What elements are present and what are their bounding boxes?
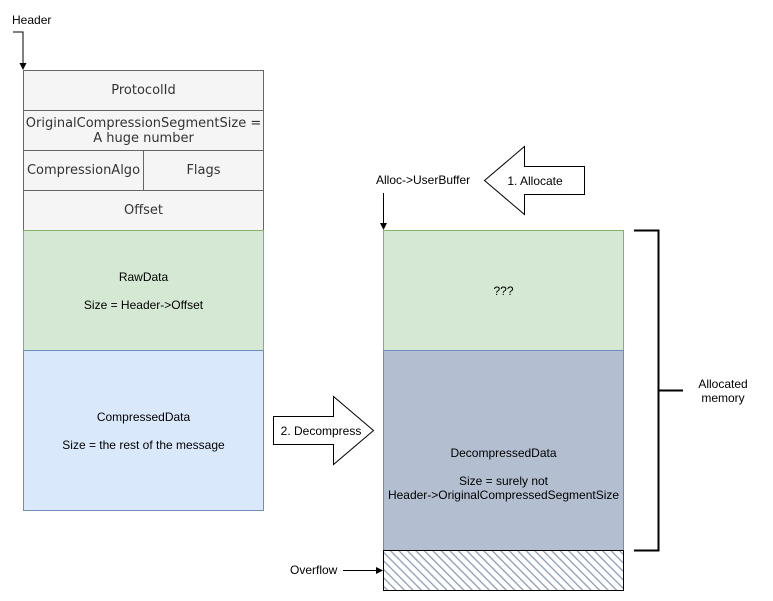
header-pointer-arrow <box>13 31 27 70</box>
decompressed-data-text: DecompressedData Size = surely not Heade… <box>383 386 624 562</box>
compressed-data-block <box>23 350 264 511</box>
original-size-label: OriginalCompressionSegmentSize = A huge … <box>23 110 264 151</box>
compression-algo-field <box>23 150 144 191</box>
protocol-id-label: ProtocolId <box>111 83 176 98</box>
decompressed-data-block <box>383 350 624 551</box>
allocate-arrow-label: 1. Allocate <box>507 174 563 188</box>
header-label: Header <box>12 13 52 27</box>
raw-data-block <box>23 230 264 351</box>
raw-data-title: RawData <box>118 269 169 284</box>
flags-field <box>143 150 264 191</box>
raw-data-text: RawData Size = Header->Offset <box>23 230 264 351</box>
decompress-arrow-label: 2. Decompress <box>280 424 362 438</box>
protocol-id-field <box>23 70 264 111</box>
original-size-line1: OriginalCompressionSegmentSize = <box>25 115 262 131</box>
compression-algo-label: CompressionAlgo <box>26 163 141 178</box>
raw-data-size: Size = Header->Offset <box>83 297 204 312</box>
decompressed-size-line1: Size = surely not <box>458 474 549 488</box>
offset-label: Offset <box>123 203 164 218</box>
allocated-memory-bracket <box>634 229 683 552</box>
allocated-memory-line1: Allocated <box>698 377 748 391</box>
allocated-memory-line2: memory <box>701 391 745 405</box>
unknown-data-block <box>383 230 624 351</box>
overflow-label: Overflow <box>290 563 338 577</box>
overflow-pointer-arrow <box>343 567 383 574</box>
allocated-memory-label: Allocated memory <box>683 375 763 407</box>
alloc-userbuffer-label: Alloc->UserBuffer <box>376 173 471 187</box>
compressed-data-size: Size = the rest of the message <box>62 437 225 452</box>
unknown-data-text: ??? <box>493 283 514 298</box>
user-buffer-pointer-arrow <box>380 193 387 230</box>
compressed-data-title: CompressedData <box>96 409 191 424</box>
allocate-arrow-shape <box>483 145 585 216</box>
offset-field <box>23 190 264 231</box>
compressed-data-text: CompressedData Size = the rest of the me… <box>23 350 264 511</box>
decompressed-size-line2: Header->OriginalCompressedSegmentSize <box>387 488 620 502</box>
decompress-arrow-shape <box>273 395 375 466</box>
overflow-block <box>383 550 624 591</box>
original-size-line2: A huge number <box>93 130 194 146</box>
original-size-field <box>23 110 264 151</box>
decompressed-data-title: DecompressedData <box>450 446 557 460</box>
flags-label: Flags <box>186 163 221 178</box>
